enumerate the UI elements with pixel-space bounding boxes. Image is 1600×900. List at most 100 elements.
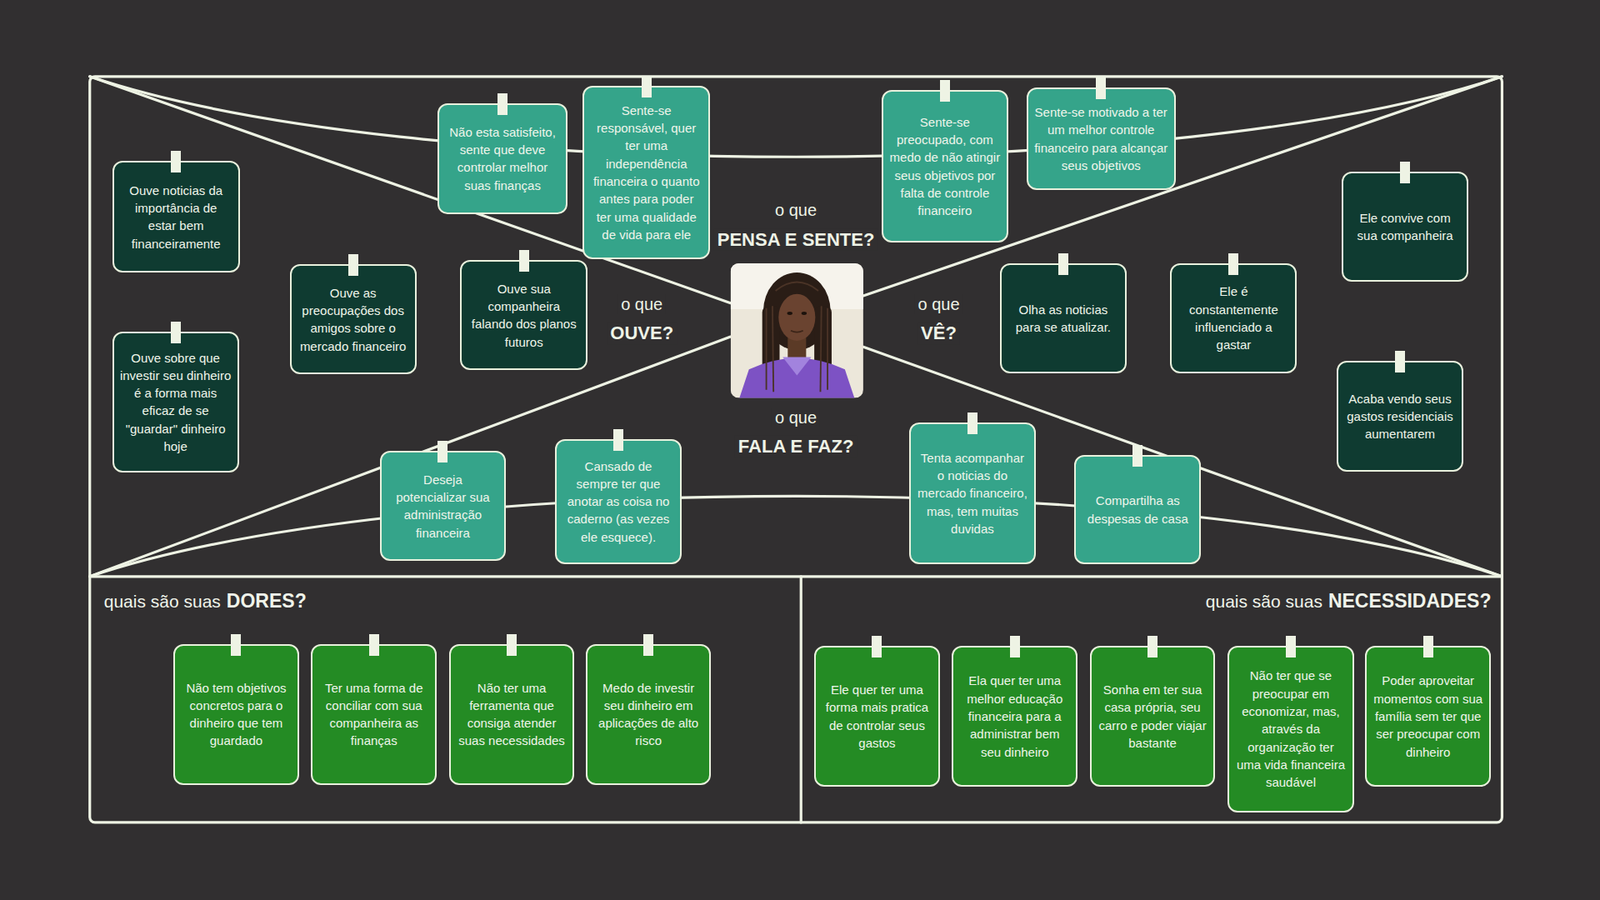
- note-tab: [967, 412, 978, 435]
- note-text: Ele quer ter uma forma mais pratica de c…: [821, 680, 933, 752]
- photo-mouth: [790, 330, 804, 333]
- sticky-note: Não esta satisfeito, sente que deve cont…: [437, 103, 568, 215]
- photo-face: [778, 294, 815, 341]
- section-panel: quais são suasNECESSIDADES? Ele quer ter …: [800, 576, 1502, 823]
- frame-border: [90, 76, 1503, 823]
- note-text: Sente-se responsável, quer ter uma indep…: [590, 101, 703, 244]
- sticky-note: Olha as noticias para se atualizar.: [1000, 263, 1127, 374]
- photo-lock: [775, 282, 819, 291]
- note-text: Não tem objetivos concretos para o dinhe…: [180, 679, 292, 750]
- note-tab: [506, 634, 517, 656]
- section-label: o que: [771, 200, 820, 220]
- note-text: Não ter que se preocupar em economizar, …: [1235, 666, 1347, 791]
- photo-eye: [801, 311, 807, 315]
- note-tab: [1147, 635, 1158, 658]
- sticky-note: Ela quer ter uma melhor educação finance…: [951, 645, 1078, 787]
- photo-lock: [772, 305, 774, 392]
- sticky-note: Acaba vendo seus gastos residenciais aum…: [1336, 360, 1464, 471]
- frame-curve: [90, 495, 1503, 576]
- sticky-note: Tenta acompanhar o noticias do mercado f…: [909, 422, 1036, 565]
- sticky-note: Deseja potencializar sua administração f…: [380, 450, 507, 561]
- note-tab: [1010, 635, 1020, 658]
- sticky-note: Sente-se responsável, quer ter uma indep…: [582, 85, 710, 260]
- note-text: Não ter uma ferramenta que consiga atend…: [456, 679, 568, 750]
- note-text: Ouve sua companheira falando dos planos …: [467, 280, 580, 351]
- photo-lock: [765, 308, 768, 390]
- photo-lock: [826, 308, 829, 390]
- sticky-note: Ouve as preocupações dos amigos sobre o …: [290, 264, 417, 375]
- sticky-note: Ouve sobre que investir seu dinheiro é a…: [112, 331, 240, 473]
- note-tab: [1058, 253, 1069, 275]
- note-tab: [1285, 635, 1296, 658]
- note-tab: [613, 429, 624, 451]
- note-text: Ele convive com sua companheira: [1349, 209, 1461, 245]
- note-tab: [170, 150, 181, 173]
- sticky-note: Sonha em ter sua casa própria, seu carro…: [1090, 645, 1216, 787]
- sticky-note: Não ter que se preocupar em economizar, …: [1227, 645, 1355, 813]
- persona-photo: [730, 263, 864, 399]
- note-text: Ter uma forma de conciliar com sua compa…: [318, 679, 430, 750]
- section-panel: quais são suasDORES? Não tem objetivos co…: [90, 576, 801, 823]
- note-text: Não esta satisfeito, sente que deve cont…: [445, 123, 560, 195]
- note-text: Cansado de sempre ter que anotar as cois…: [562, 457, 675, 546]
- section-heading: quais são suasNECESSIDADES?: [1205, 590, 1492, 613]
- section-heading: quais são suasDORES?: [104, 590, 307, 613]
- section-label: OUVE?: [606, 322, 677, 345]
- note-text: Ela quer ter uma melhor educação finance…: [959, 671, 1070, 760]
- note-text: Deseja potencializar sua administração f…: [387, 470, 500, 542]
- sticky-note: Sente-se preocupado, com medo de não ati…: [881, 90, 1009, 244]
- heading-keyword: DORES?: [226, 590, 307, 612]
- sticky-note: Ouve noticias da importância de estar be…: [112, 160, 240, 272]
- sticky-note: Ele quer ter uma forma mais pratica de c…: [814, 645, 940, 787]
- note-text: Poder aproveitar momentos com sua famíli…: [1372, 671, 1484, 760]
- heading-prefix: quais são suas: [1205, 591, 1323, 611]
- note-tab: [1423, 635, 1434, 658]
- sticky-note: Ter uma forma de conciliar com sua compa…: [310, 644, 437, 785]
- note-tab: [348, 254, 359, 276]
- frame-curve: [90, 76, 1503, 157]
- sticky-note: Cansado de sempre ter que anotar as cois…: [555, 439, 682, 565]
- sticky-note: Medo de investir seu dinheiro em aplicaç…: [585, 644, 712, 785]
- note-tab: [1395, 350, 1405, 373]
- sticky-note: Ele convive com sua companheira: [1341, 171, 1469, 282]
- note-tab: [519, 250, 530, 272]
- sticky-note: Não tem objetivos concretos para o dinhe…: [173, 644, 300, 785]
- section-label: o que: [617, 294, 666, 315]
- frame-divider: [800, 576, 803, 823]
- note-text: Ouve sobre que investir seu dinheiro é a…: [120, 349, 232, 456]
- photo-collar: [782, 357, 811, 376]
- note-tab: [437, 440, 448, 463]
- section-label: o que: [914, 294, 963, 315]
- section-label: o que: [771, 407, 820, 428]
- note-tab: [1095, 77, 1106, 100]
- section-label: VÊ?: [917, 322, 960, 345]
- heading-keyword: NECESSIDADES?: [1328, 590, 1492, 612]
- sticky-note: Ouve sua companheira falando dos planos …: [460, 260, 588, 370]
- sticky-note: Ele é constantemente influenciado a gast…: [1170, 263, 1297, 374]
- note-tab: [1132, 445, 1143, 467]
- note-text: Ouve as preocupações dos amigos sobre o …: [297, 284, 410, 355]
- note-text: Ouve noticias da importância de estar be…: [120, 181, 233, 253]
- note-tab: [1228, 253, 1239, 275]
- note-text: Sente-se preocupado, com medo de não ati…: [889, 113, 1001, 220]
- section-label: PENSA E SENTE?: [714, 229, 879, 251]
- sticky-note: Sente-se motivado a ter um melhor contro…: [1026, 87, 1176, 190]
- sticky-note: Poder aproveitar momentos com sua famíli…: [1365, 645, 1491, 787]
- frame-diagonal: [863, 346, 1503, 577]
- note-tab: [641, 75, 652, 98]
- frame-divider: [90, 575, 1503, 578]
- note-tab: [170, 321, 181, 344]
- note-text: Tenta acompanhar o noticias do mercado f…: [916, 449, 1029, 538]
- note-tab: [643, 634, 654, 656]
- note-tab: [1400, 161, 1410, 184]
- sticky-note: Compartilha as despesas de casa: [1074, 455, 1201, 565]
- note-text: Ele é constantemente influenciado a gast…: [1177, 282, 1290, 354]
- note-text: Sente-se motivado a ter um melhor contro…: [1034, 103, 1169, 175]
- note-tab: [940, 80, 950, 102]
- section-label: FALA E FAZ?: [735, 435, 858, 458]
- note-tab: [871, 635, 882, 658]
- note-tab: [497, 93, 508, 115]
- note-text: Compartilha as despesas de casa: [1081, 491, 1194, 528]
- note-text: Sonha em ter sua casa própria, seu carro…: [1097, 680, 1209, 752]
- note-tab: [230, 634, 241, 656]
